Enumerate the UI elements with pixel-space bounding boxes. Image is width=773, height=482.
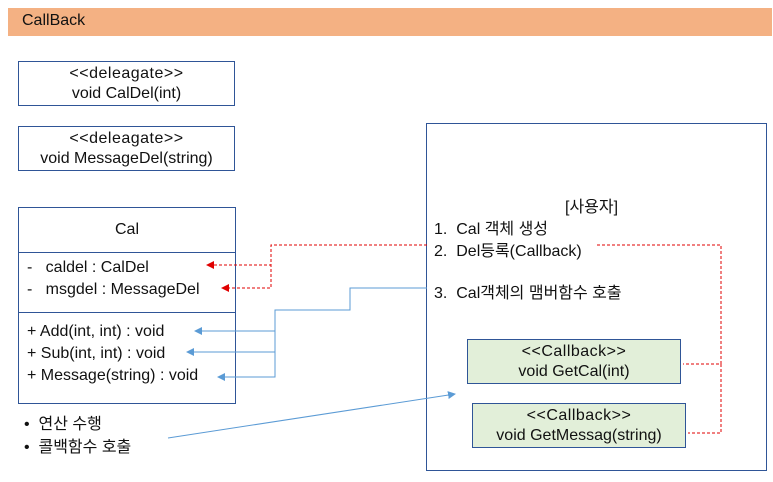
delegate-messagedel-box: <<deleagate>> void MessageDel(string) — [18, 126, 235, 171]
delegate-stereotype: <<deleagate>> — [69, 130, 184, 147]
step-invoke: 3. Cal객체의 맴버함수 호출 — [434, 285, 622, 302]
cal-class-box: Cal - caldel : CalDel - msgdel : Message… — [18, 207, 236, 404]
step-create: 1. Cal 객체 생성 — [434, 221, 549, 238]
field-caldel: - caldel : CalDel — [27, 259, 149, 276]
method-add: + Add(int, int) : void — [27, 323, 165, 340]
field-msgdel: - msgdel : MessageDel — [27, 281, 200, 298]
note-callback-call: • 콜백함수 호출 — [24, 439, 132, 456]
delegate-signature: void CalDel(int) — [71, 85, 182, 102]
callback-signature: void GetMessag(string) — [496, 427, 662, 444]
callback-stereotype: <<Callback>> — [521, 343, 627, 360]
user-title: [사용자] — [565, 199, 619, 216]
delegate-caldel-box: <<deleagate>> void CalDel(int) — [18, 61, 235, 106]
delegate-stereotype: <<deleagate>> — [69, 65, 184, 82]
class-divider — [19, 312, 235, 313]
callback-getmessag-box: <<Callback>> void GetMessag(string) — [472, 403, 686, 448]
callback-getcal-box: <<Callback>> void GetCal(int) — [467, 339, 681, 384]
callback-signature: void GetCal(int) — [518, 363, 630, 380]
delegate-signature: void MessageDel(string) — [40, 150, 213, 167]
class-divider — [19, 252, 235, 253]
note-compute: • 연산 수행 — [24, 416, 102, 433]
diagram-title: CallBack — [22, 12, 86, 29]
step-register: 2. Del등록(Callback) — [434, 243, 582, 260]
register-connector — [206, 244, 722, 434]
method-message: + Message(string) : void — [27, 367, 199, 384]
title-banner: CallBack — [8, 8, 772, 36]
invoke-connector — [167, 287, 456, 439]
method-sub: + Sub(int, int) : void — [27, 345, 166, 362]
class-name: Cal — [114, 221, 139, 238]
callback-stereotype: <<Callback>> — [526, 407, 632, 424]
